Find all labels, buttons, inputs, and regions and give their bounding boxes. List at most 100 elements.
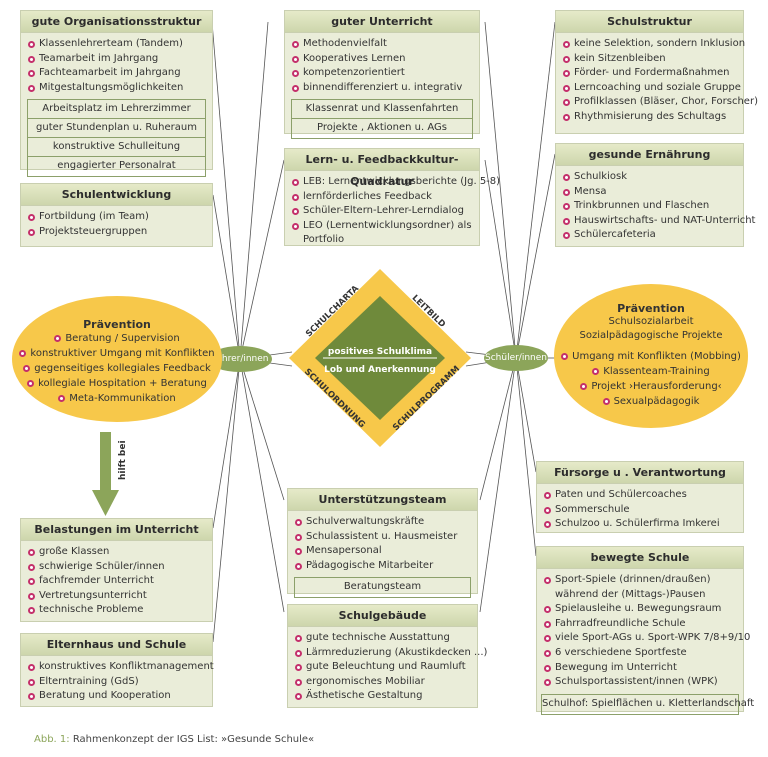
prevention-left-item: Meta-Kommunikation (12, 391, 222, 406)
list-item: LEO (Lernentwicklungsordner) als Portfol… (291, 219, 473, 248)
box-title: gute Organisationsstruktur (21, 11, 212, 33)
box-care-responsibility: Fürsorge u . Verantwortung Paten und Sch… (536, 461, 744, 533)
list-item: Beratung und Kooperation (27, 689, 206, 704)
sub-item: engagierter Personalrat (57, 160, 176, 172)
list-item: Schulzoo u. Schülerfirma Imkerei (543, 517, 737, 532)
caption-text: Rahmenkonzept der IGS List: »Gesunde Sch… (72, 734, 315, 745)
list-item: Fachteamarbeit im Jahrgang (27, 66, 206, 81)
list-item: viele Sport-AGs u. Sport-WPK 7/8+9/10 (543, 631, 750, 646)
bullet-icon (19, 350, 27, 357)
sub-item: konstruktive Schulleitung (28, 138, 205, 158)
list-item: schwierige Schüler/innen (27, 560, 206, 575)
list-item: Mensapersonal (294, 544, 471, 559)
list-item: Schülercafeteria (562, 228, 737, 243)
list-item: Mensa (562, 185, 737, 200)
diamond-center-top: positives Schulklima (328, 347, 432, 357)
list-item: Spielausleihe u. Bewegungsraum (543, 602, 737, 617)
sub-list: Schulhof: Spielflächen u. Kletterlandsch… (541, 693, 755, 715)
sub-item: guter Stundenplan u. Ruheraum (28, 119, 205, 139)
list-item: Elterntraining (GdS) (27, 675, 206, 690)
list-item: Hauswirtschafts- und NAT-Unterricht (562, 214, 755, 229)
bullet-icon (54, 335, 62, 342)
sub-item: Klassenrat und Klassenfahrten (292, 100, 472, 120)
list-item: Schulsportassistent/innen (WPK) (543, 675, 737, 690)
list-item: Schulverwaltungskräfte (294, 515, 471, 530)
list-item: Klassenlehrerteam (Tandem) (27, 37, 206, 52)
list-item: Paten und Schülercoaches (543, 488, 737, 503)
prevention-left-item: kollegiale Hospitation + Beratung (12, 376, 222, 391)
prevention-left-ellipse: Prävention Beratung / Supervision konstr… (12, 296, 222, 422)
list-item: Schulkiosk (562, 170, 737, 185)
list-item: binnendifferenziert u. integrativ (291, 81, 473, 96)
sub-list: Arbeitsplatz im Lehrerzimmer guter Stund… (27, 99, 206, 178)
bullet-icon (27, 380, 35, 387)
prevention-left-item: gegenseitiges kollegiales Feedback (12, 361, 222, 376)
box-title: Schulgebäude (288, 605, 477, 627)
list-item: Schulassistent u. Hausmeister (294, 530, 471, 545)
box-active-school: bewegte Schule Sport-Spiele (drinnen/dra… (536, 546, 755, 715)
sub-item: Beratungsteam (343, 581, 422, 593)
sub-list: Beratungsteam (294, 577, 471, 599)
sub-item: Schulhof: Spielflächen u. Kletterlandsch… (542, 697, 755, 709)
list-item: kompetenzorientiert (291, 66, 473, 81)
prevention-right-item: Sexualpädagogik (554, 394, 748, 409)
list-item: Schüler-Eltern-Lehrer-Lerndialog (291, 204, 473, 219)
box-title: bewegte Schule (537, 547, 743, 569)
list-item: kein Sitzenbleiben (562, 52, 737, 67)
prevention-right-ellipse: Prävention Schulsozialarbeit Sozialpädag… (554, 284, 748, 428)
prevention-right-item: Umgang mit Konflikten (Mobbing) (554, 349, 748, 364)
box-healthy-food: gesunde Ernährung Schulkiosk Mensa Trink… (555, 143, 755, 247)
box-feedback-culture: Lern- u. Feedbackkultur-Quadratur LEB: L… (284, 148, 500, 248)
list-item: LEB: Lernentwicklungsberichte (Jg. 5-8) (291, 175, 500, 190)
bullet-icon (580, 383, 588, 390)
bullet-icon (23, 365, 31, 372)
prevention-right-subtitle: Schulsozialarbeit (608, 316, 694, 327)
caption-label: Abb. 1: (34, 734, 70, 745)
list-item: gute Beleuchtung und Raumluft (294, 660, 471, 675)
node-students: Schüler/innen (484, 345, 548, 371)
prevention-right-title: Prävention (617, 302, 685, 315)
prevention-left-item: Beratung / Supervision (12, 331, 222, 346)
list-item: 6 verschiedene Sportfeste (543, 646, 737, 661)
box-school-development: Schulentwicklung Fortbildung (im Team) P… (20, 183, 213, 247)
list-item: Lerncoaching und soziale Gruppe (562, 81, 741, 96)
list-item: Mitgestaltungsmöglichkeiten (27, 81, 206, 96)
diamond-center-bottom: Lob und Anerkennung (324, 365, 436, 375)
list-item: Fahrradfreundliche Schule (543, 617, 737, 632)
list-item: Fortbildung (im Team) (27, 210, 206, 225)
box-classroom-stress: Belastungen im Unterricht große Klassen … (20, 518, 213, 622)
box-title: Elternhaus und Schule (21, 634, 212, 656)
list-item: Förder- und Fordermaßnahmen (562, 66, 737, 81)
box-organization: gute Organisationsstruktur Klassenlehrer… (20, 10, 213, 178)
box-title: Lern- u. Feedbackkultur-Quadratur (285, 149, 479, 188)
box-title: Belastungen im Unterricht (21, 519, 212, 541)
list-item: Bewegung im Unterricht (543, 661, 737, 676)
box-school-building: Schulgebäude gute technische Ausstattung… (287, 604, 487, 708)
list-item: lernförderliches Feedback (291, 190, 473, 205)
box-school-structure: Schulstruktur keine Selektion, sondern I… (555, 10, 758, 134)
arrow-head (92, 490, 119, 516)
bullet-icon (58, 395, 66, 402)
list-item: keine Selektion, sondern Inklusion (562, 37, 745, 52)
box-parents-school: Elternhaus und Schule konstruktives Konf… (20, 633, 214, 707)
list-item: Pädagogische Mitarbeiter (294, 559, 471, 574)
box-title: Schulstruktur (556, 11, 743, 33)
bullet-icon (561, 353, 569, 360)
list-item: Lärmreduzierung (Akustikdecken ...) (294, 646, 487, 661)
sub-item: Arbeitsplatz im Lehrerzimmer (28, 100, 205, 120)
list-item: Kooperatives Lernen (291, 52, 473, 67)
sub-item: Projekte , Aktionen u. AGs (317, 122, 447, 134)
sub-list: Klassenrat und Klassenfahrten Projekte ,… (291, 99, 473, 140)
prevention-right-item: Projekt ›Herausforderung‹ (554, 379, 748, 394)
list-item: Trinkbrunnen und Flaschen (562, 199, 737, 214)
bullet-icon (602, 398, 610, 405)
box-title: Unterstützungsteam (288, 489, 477, 511)
list-item: Projektsteuergruppen (27, 225, 206, 240)
list-item: ergonomisches Mobiliar (294, 675, 471, 690)
prevention-left-title: Prävention (83, 318, 151, 331)
list-item: gute technische Ausstattung (294, 631, 471, 646)
list-item: Sommerschule (543, 503, 737, 518)
list-item: Vertretungsunterricht (27, 589, 206, 604)
box-good-teaching: guter Unterricht Methodenvielfalt Kooper… (284, 10, 480, 140)
